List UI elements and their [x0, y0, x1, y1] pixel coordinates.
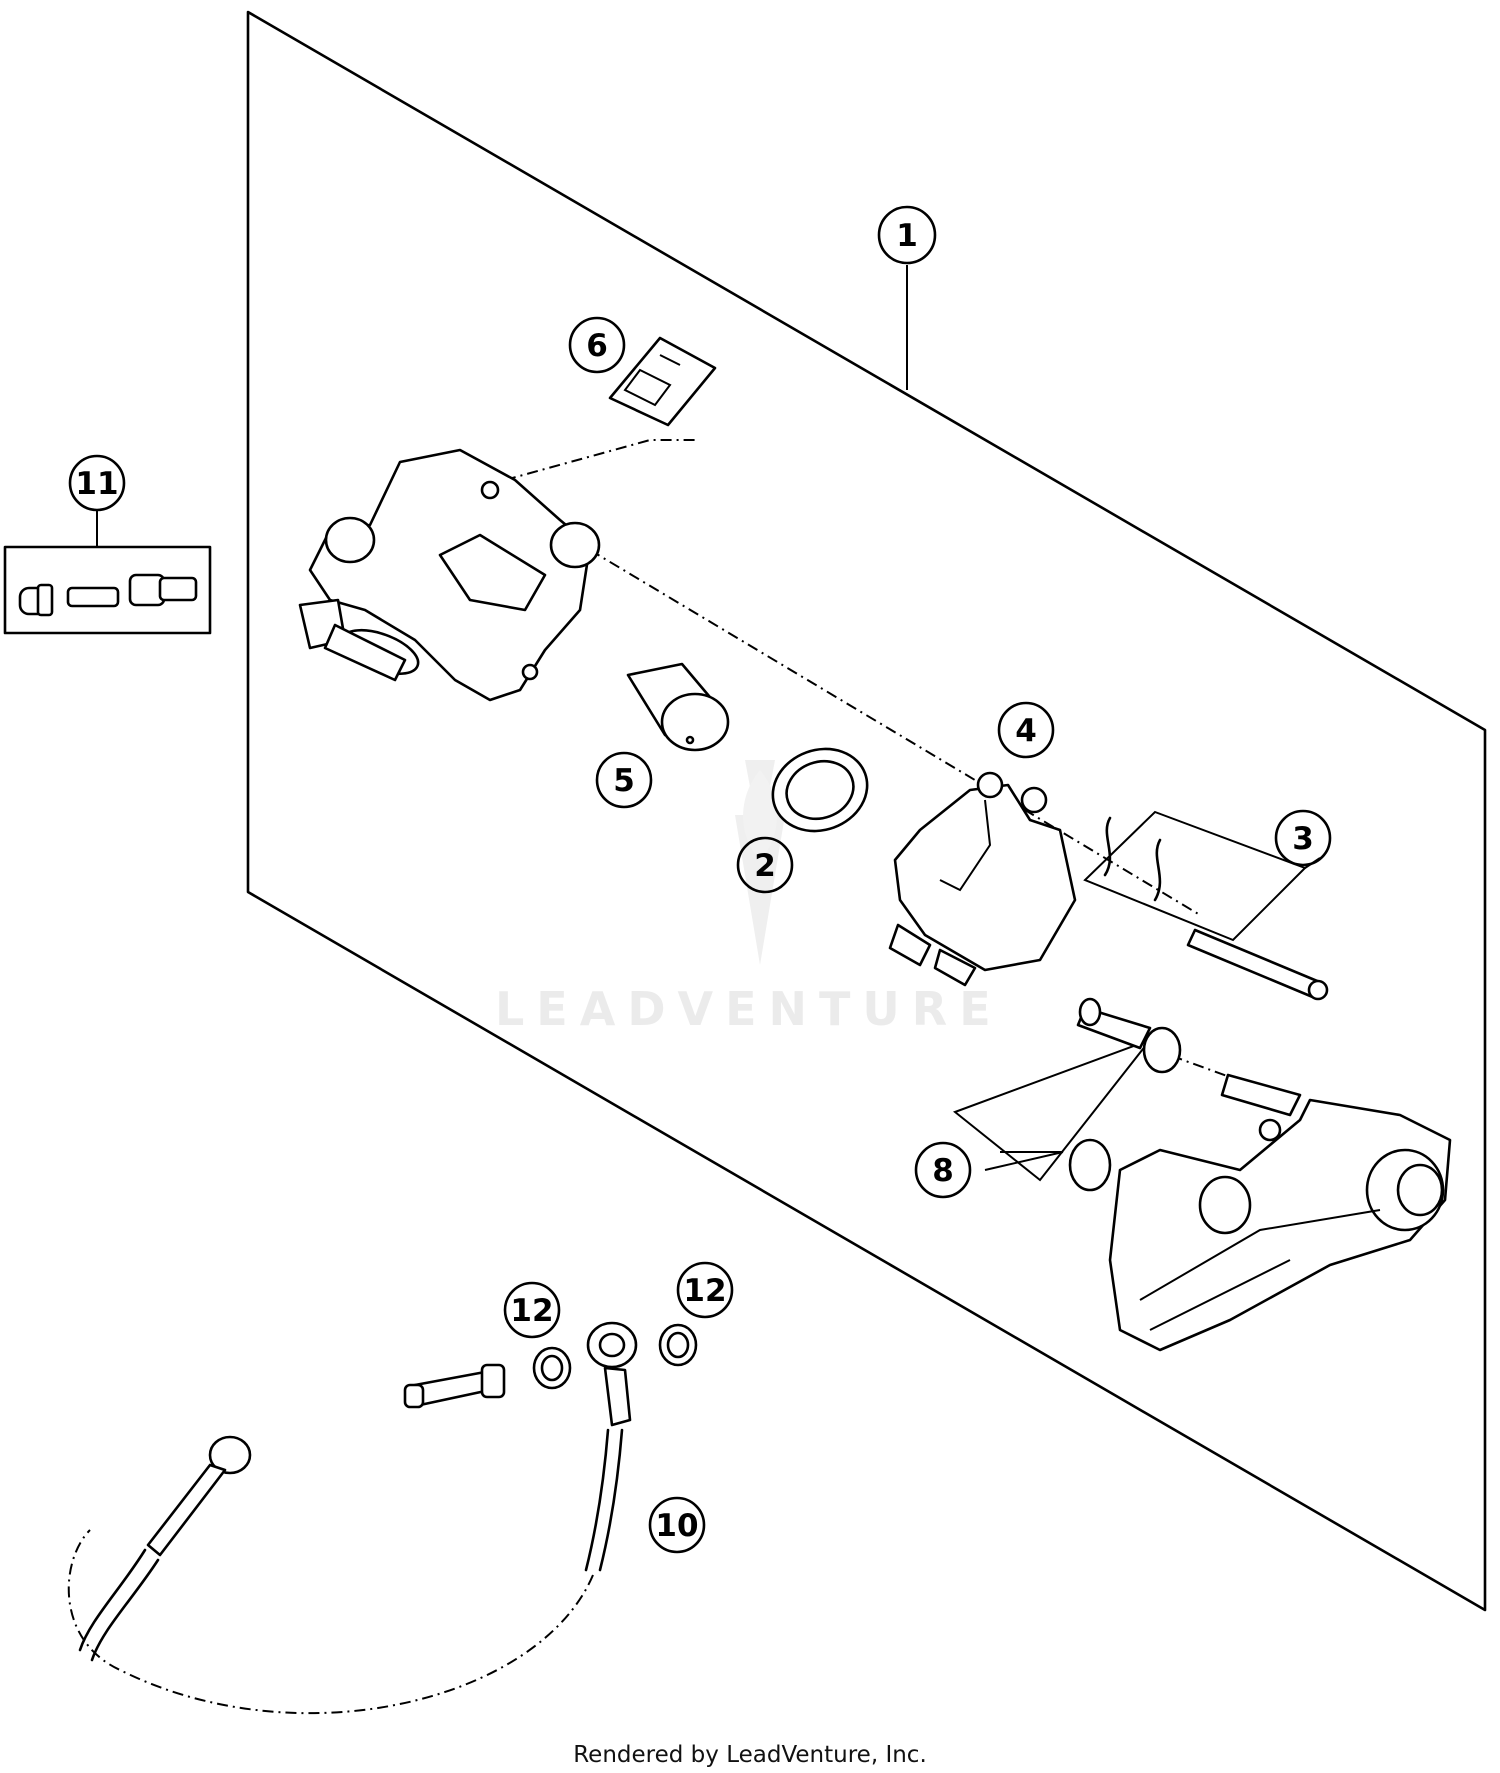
piston — [626, 662, 730, 752]
callout-label: 5 — [613, 763, 635, 799]
callout-2: 2 — [736, 836, 794, 894]
pad-pin-and-clips — [1103, 816, 1329, 1001]
callout-label: 10 — [655, 1508, 698, 1544]
assembly-panel — [246, 10, 1487, 1612]
callout-11: 11 — [68, 454, 126, 512]
brake-pads — [888, 771, 1077, 987]
callout-label: 8 — [932, 1153, 954, 1189]
callout-label: 1 — [896, 218, 918, 254]
callout-8: 8 — [914, 1141, 972, 1199]
callout-label: 3 — [1292, 821, 1314, 857]
callout-5: 5 — [595, 751, 653, 809]
callout-6: 6 — [568, 316, 626, 374]
watermark-text: LEADVENTURE — [495, 982, 1003, 1036]
piston-seal — [771, 747, 869, 833]
copper-washers — [532, 1323, 698, 1390]
callout-1: 1 — [877, 205, 937, 265]
callout-label: 4 — [1015, 713, 1037, 749]
callout-label: 12 — [510, 1293, 553, 1329]
banjo-bolt — [403, 1363, 506, 1409]
callout-label: 2 — [754, 848, 776, 884]
leader-lines — [96, 265, 1321, 1182]
callout-label: 11 — [75, 466, 118, 502]
pad-spring — [608, 336, 717, 427]
callout-3: 3 — [1274, 809, 1332, 867]
leadventure-watermark: LEADVENTURE — [495, 760, 1003, 1036]
brake-hose — [67, 1321, 638, 1715]
callout-label: 6 — [586, 328, 608, 364]
caliper-carrier-bracket — [1108, 1098, 1452, 1352]
callout-label: 12 — [683, 1273, 726, 1309]
caliper-body — [298, 448, 601, 702]
callout-12-right: 12 — [676, 1261, 734, 1319]
callout-10: 10 — [648, 1496, 706, 1554]
footer-credit: Rendered by LeadVenture, Inc. — [573, 1742, 927, 1768]
callout-12-left: 12 — [503, 1281, 561, 1339]
callout-4: 4 — [997, 701, 1055, 759]
bleeder-kit-box — [3, 545, 212, 635]
slide-pin-and-boots — [1068, 997, 1302, 1192]
